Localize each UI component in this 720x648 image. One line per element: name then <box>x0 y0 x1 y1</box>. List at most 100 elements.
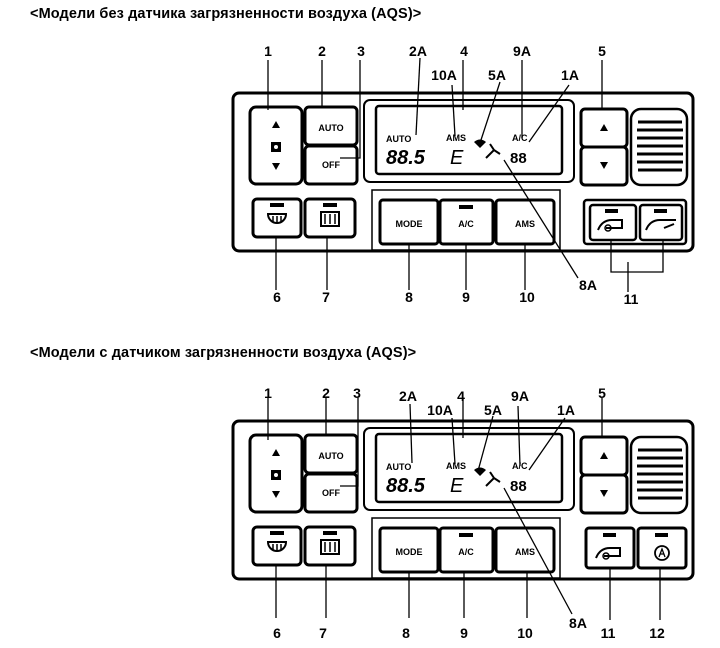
defrost-indicator <box>270 531 284 535</box>
callout-5A: 5A <box>488 67 506 83</box>
callout-10: 10 <box>519 289 535 305</box>
callout-9: 9 <box>462 289 470 305</box>
temp-down-icon <box>600 162 608 169</box>
fan-down-arrow-icon <box>272 491 280 498</box>
rear-defrost-icon <box>320 211 340 227</box>
fan-down-arrow-icon <box>272 163 280 170</box>
mode-button-label: MODE <box>396 547 423 557</box>
heading-with-aqs: <Модели с датчиком загрязненности воздух… <box>30 345 417 361</box>
heading-without-aqs: <Модели без датчика загрязненности возду… <box>30 6 422 22</box>
ac-indicator <box>459 533 473 537</box>
fan-speed-icon <box>271 470 281 480</box>
callout-10: 10 <box>517 625 533 641</box>
display-ams: AMS <box>446 133 466 143</box>
callout-2A: 2A <box>409 43 427 59</box>
fan-up-arrow-icon <box>272 121 280 128</box>
callout-8A: 8A <box>579 277 597 293</box>
rear-defrost-icon <box>320 539 340 555</box>
callout-7: 7 <box>322 289 330 305</box>
temp-up-icon <box>600 452 608 459</box>
display-lower-frame <box>371 517 561 579</box>
recirculation-icon <box>595 547 621 560</box>
off-button[interactable] <box>303 144 359 186</box>
temp-up-icon <box>600 124 608 131</box>
aqs-indicator <box>655 533 668 537</box>
auto-button-label: AUTO <box>318 451 343 461</box>
display-ac: A/C <box>512 133 528 143</box>
callout-9: 9 <box>460 625 468 641</box>
fresh-air-indicator <box>654 209 667 213</box>
aqs-icon <box>654 545 670 561</box>
recirculation-indicator <box>603 533 616 537</box>
ac-button[interactable] <box>438 526 495 574</box>
leader-lines <box>267 57 664 292</box>
callout-5: 5 <box>598 43 606 59</box>
diagram-with-aqs: AUTO OFF AUTO AMS A/C 88.5 E 88 MODE A/C… <box>0 328 720 648</box>
callout-5A: 5A <box>484 402 502 418</box>
callout-3: 3 <box>357 43 365 59</box>
off-button-label: OFF <box>322 488 340 498</box>
callout-10A: 10A <box>427 402 453 418</box>
callout-9A: 9A <box>513 43 531 59</box>
callout-2A: 2A <box>399 388 417 404</box>
callout-9A: 9A <box>511 388 529 404</box>
display-ams: AMS <box>446 461 466 471</box>
callout-1: 1 <box>264 43 272 59</box>
recirculation-button[interactable] <box>588 203 638 242</box>
ams-button-label: AMS <box>515 219 535 229</box>
mode-button-label: MODE <box>396 219 423 229</box>
callout-8: 8 <box>402 625 410 641</box>
display-auto: AUTO <box>386 134 411 144</box>
temp-down-icon <box>600 490 608 497</box>
defrost-icon <box>266 541 288 552</box>
callout-11: 11 <box>601 625 616 641</box>
callout-11: 11 <box>624 291 639 307</box>
display-unit: E <box>450 475 464 497</box>
recirculation-icon <box>597 219 623 232</box>
fresh-air-button[interactable] <box>638 203 684 242</box>
ac-indicator <box>459 205 473 209</box>
callout-1: 1 <box>264 385 272 401</box>
ac-button-label: A/C <box>458 219 474 229</box>
diagram-without-aqs: AUTO OFF AUTO AMS A/C 88.5 E 88 MODE A/C… <box>0 0 720 320</box>
callout-12: 12 <box>649 625 665 641</box>
defrost-icon <box>266 213 288 224</box>
airflow-mode-icon <box>474 139 501 159</box>
callout-3: 3 <box>353 385 361 401</box>
air-vent <box>629 107 689 187</box>
callout-10A: 10A <box>431 67 457 83</box>
defrost-indicator <box>270 203 284 207</box>
callout-2: 2 <box>322 385 330 401</box>
callout-8: 8 <box>405 289 413 305</box>
callout-4: 4 <box>457 388 465 404</box>
display-temperature: 88.5 <box>386 475 426 497</box>
callout-6: 6 <box>273 625 281 641</box>
callout-6: 6 <box>273 289 281 305</box>
callout-1A: 1A <box>561 67 579 83</box>
rear-defrost-indicator <box>323 531 337 535</box>
callout-4: 4 <box>460 43 468 59</box>
airflow-mode-icon <box>474 467 501 487</box>
callout-7: 7 <box>319 625 327 641</box>
display-fan-level: 88 <box>510 150 527 167</box>
display-auto: AUTO <box>386 462 411 472</box>
off-button-label: OFF <box>322 160 340 170</box>
off-button[interactable] <box>303 472 359 514</box>
lcd-display <box>374 104 564 176</box>
callout-2: 2 <box>318 43 326 59</box>
fan-speed-icon <box>271 142 281 152</box>
display-fan-level: 88 <box>510 478 527 495</box>
air-vent <box>629 435 689 515</box>
callout-8A: 8A <box>569 615 587 631</box>
display-unit: E <box>450 147 464 169</box>
ams-button-label: AMS <box>515 547 535 557</box>
leader-lines <box>267 398 661 620</box>
auto-button-label: AUTO <box>318 123 343 133</box>
fan-up-arrow-icon <box>272 449 280 456</box>
fresh-air-icon <box>645 219 676 231</box>
display-temperature: 88.5 <box>386 147 426 169</box>
ac-button-label: A/C <box>458 547 474 557</box>
recirculation-indicator <box>605 209 618 213</box>
callout-5: 5 <box>598 385 606 401</box>
callout-1A: 1A <box>557 402 575 418</box>
